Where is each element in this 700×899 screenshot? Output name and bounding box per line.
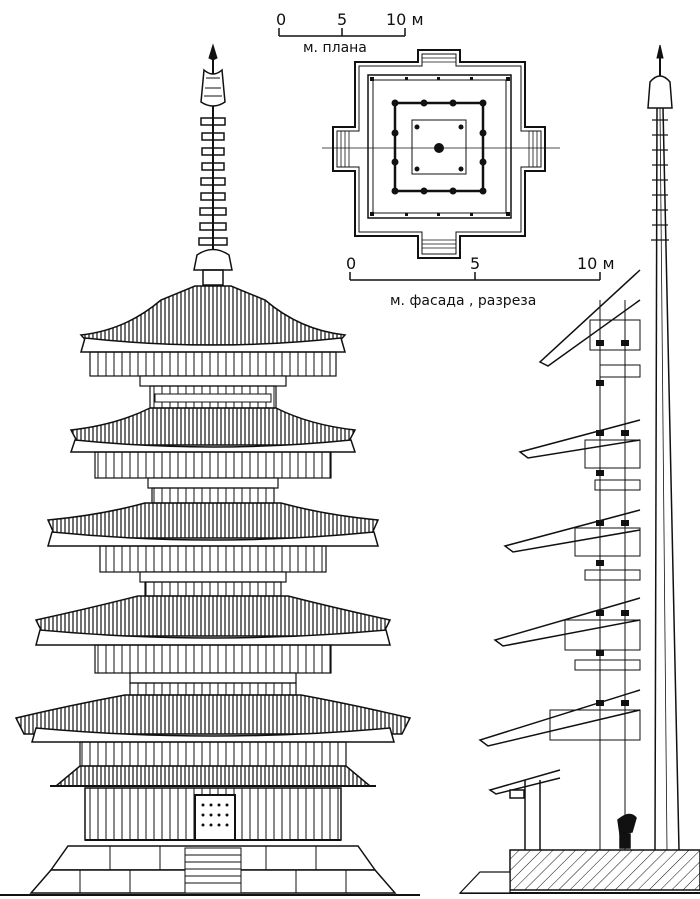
plan-scale-tick-0: 0 [276, 10, 286, 29]
section-central-pillar [647, 44, 680, 851]
facade-roof-4 [69, 407, 357, 504]
plan-scale-bar: 0 5 10 м м. плана [276, 10, 424, 56]
facade-roof-5 [79, 285, 347, 409]
facade-scale-label: м. фасада , разреза [390, 293, 536, 309]
plan-scale-label: м. плана [303, 40, 367, 56]
pagoda-facade-elevation [0, 43, 420, 896]
section-bracket-details [549, 300, 641, 850]
facade-finial [193, 43, 233, 286]
pagoda-cross-section [458, 44, 700, 894]
pagoda-floor-plan [322, 49, 560, 259]
facade-pent-roof [50, 765, 376, 787]
facade-roof-2 [34, 595, 392, 696]
section-eaves [478, 269, 641, 795]
facade-roof-3 [46, 502, 380, 597]
facade-scale-tick-0: 0 [346, 254, 356, 273]
section-ground-floor [509, 780, 637, 850]
plan-scale-tick-5: 5 [337, 10, 347, 29]
facade-ground-floor [84, 787, 342, 841]
facade-scale-bar: 0 5 10 м м. фасада , разреза [346, 254, 615, 309]
section-hatched-base [458, 849, 700, 894]
plan-scale-tick-10: 10 м [386, 10, 424, 29]
facade-scale-tick-5: 5 [470, 254, 480, 273]
facade-scale-tick-10: 10 м [577, 254, 615, 273]
facade-roof-1 [14, 694, 412, 767]
facade-stone-platform [0, 845, 420, 896]
